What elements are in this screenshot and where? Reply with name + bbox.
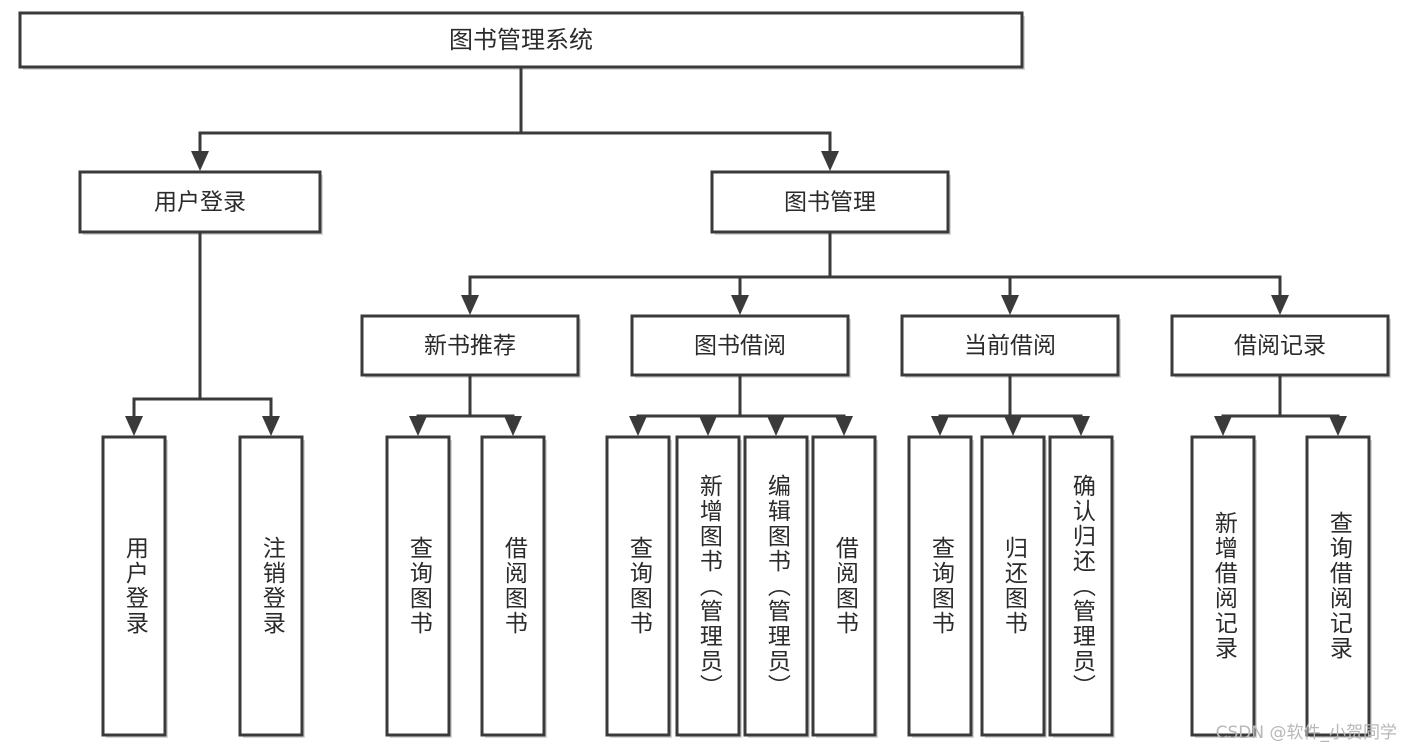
node-new-book-recommend-label: 新书推荐: [424, 333, 516, 359]
node-br-query-record[interactable]: [1305, 435, 1371, 737]
node-user-login[interactable]: [78, 170, 322, 234]
node-nbr-query-book[interactable]: [385, 435, 451, 737]
edge-book-borrow-arrow-1: [699, 416, 717, 436]
node-bb-add-book[interactable]: [675, 435, 741, 737]
node-book-management-label: 图书管理: [784, 190, 876, 216]
edge-book-management-arrow-1: [731, 295, 749, 315]
node-new-book-recommend[interactable]: [360, 314, 580, 377]
node-bb-query-book[interactable]: [605, 435, 671, 737]
node-user-login-label: 用户登录: [154, 190, 246, 216]
node-book-borrow-label: 图书借阅: [694, 333, 786, 359]
edge-book-management-arrow-2: [1001, 295, 1019, 315]
edge-root-arrow-0: [191, 151, 209, 171]
edge-borrow-records-arrow-0: [1214, 416, 1232, 436]
edge-user-login-arrow-0: [125, 416, 143, 436]
node-book-management[interactable]: [710, 170, 950, 234]
node-book-borrow[interactable]: [630, 314, 850, 377]
node-br-add-record[interactable]: [1190, 435, 1256, 737]
edge-current-borrow-arrow-2: [1072, 416, 1090, 436]
node-cb-confirm-return[interactable]: [1048, 435, 1114, 737]
node-root[interactable]: [18, 11, 1024, 69]
edge-book-borrow-arrow-3: [835, 416, 853, 436]
edge-current-borrow-arrow-0: [931, 416, 949, 436]
node-cb-return-book[interactable]: [980, 435, 1046, 737]
edge-book-borrow-arrow-2: [767, 416, 785, 436]
node-current-borrow-label: 当前借阅: [964, 333, 1056, 359]
node-bb-edit-book[interactable]: [743, 435, 809, 737]
node-user-logout[interactable]: [238, 435, 304, 737]
edge-borrow-records-arrow-1: [1329, 416, 1347, 436]
edge-new-book-recommend-arrow-1: [504, 416, 522, 436]
node-borrow-records[interactable]: [1170, 314, 1390, 377]
node-user-login-do[interactable]: [101, 435, 167, 737]
node-cb-query-book[interactable]: [907, 435, 973, 737]
node-bb-borrow-book[interactable]: [811, 435, 877, 737]
edge-current-borrow-arrow-1: [1004, 416, 1022, 436]
edge-book-management-arrow-3: [1271, 295, 1289, 315]
edge-new-book-recommend-arrow-0: [409, 416, 427, 436]
edge-book-management-arrow-0: [461, 295, 479, 315]
node-current-borrow[interactable]: [900, 314, 1120, 377]
node-borrow-records-label: 借阅记录: [1234, 333, 1326, 359]
node-nbr-borrow-book[interactable]: [480, 435, 546, 737]
node-root-label: 图书管理系统: [449, 26, 593, 54]
edge-user-login-arrow-1: [262, 416, 280, 436]
edge-root-arrow-1: [821, 151, 839, 171]
edge-book-borrow-arrow-0: [629, 416, 647, 436]
